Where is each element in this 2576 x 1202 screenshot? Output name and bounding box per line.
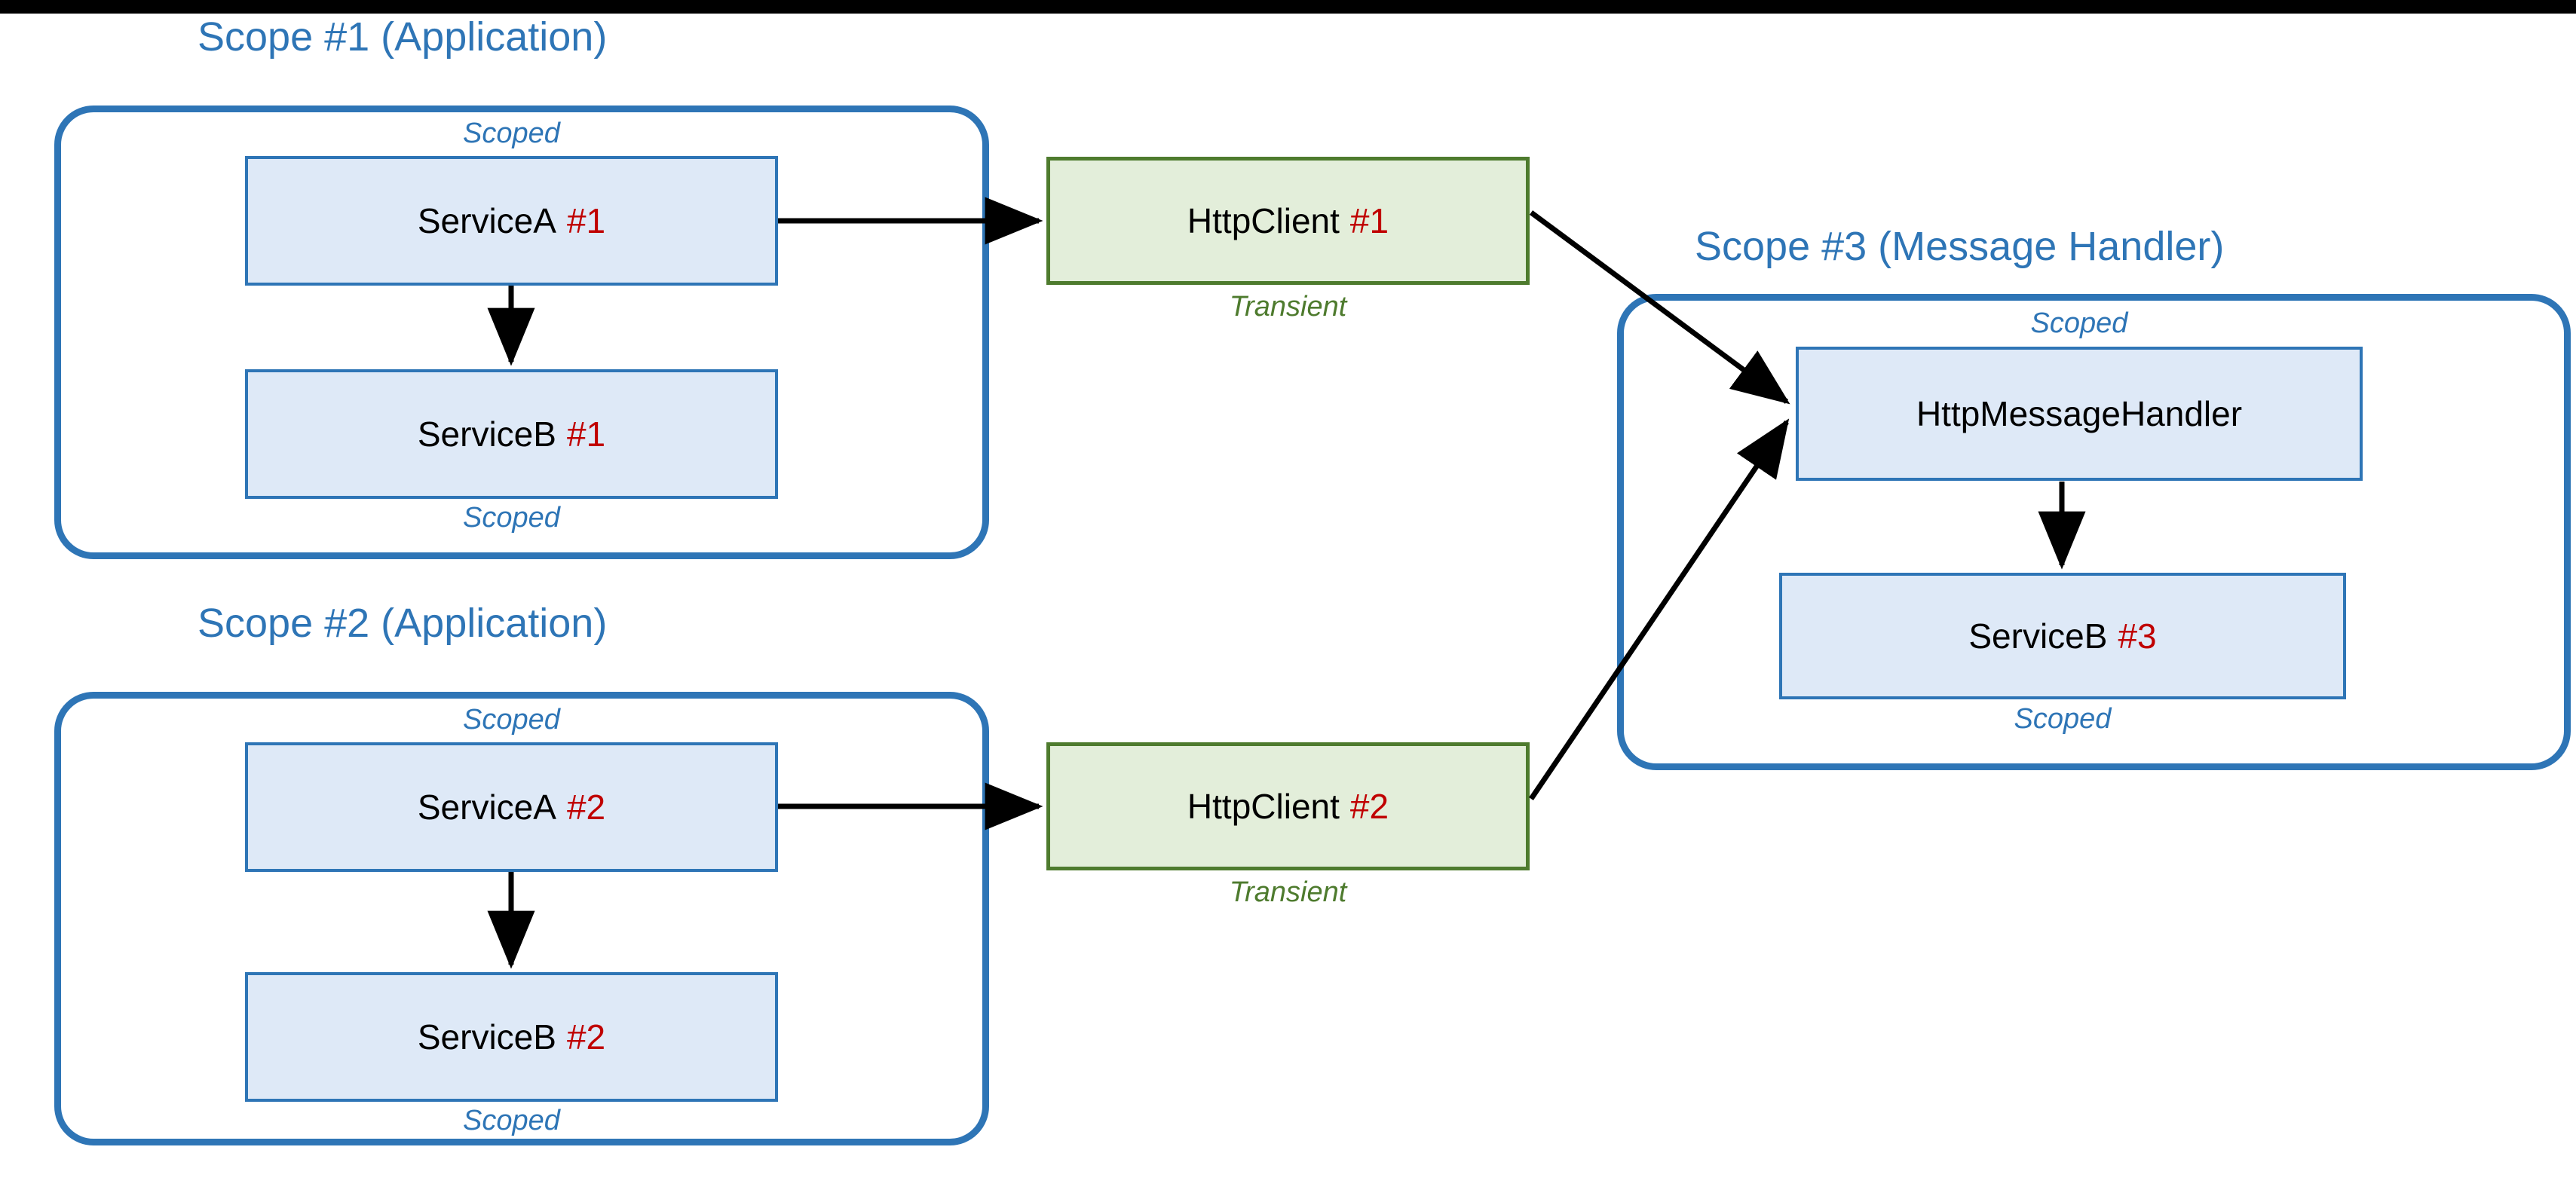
node-service-a-1[interactable]: ServiceA #1 xyxy=(245,156,778,286)
node-http-message-handler[interactable]: HttpMessageHandler xyxy=(1796,347,2363,481)
node-httpclient-2-index: #2 xyxy=(1349,787,1389,826)
top-black-bar xyxy=(0,0,2576,14)
scope-1-title: Scope #1 (Application) xyxy=(198,14,608,60)
scope-3-top-lifetime-label: Scoped xyxy=(2030,307,2128,339)
node-service-b-3-index: #3 xyxy=(2118,616,2157,656)
node-service-a-1-index: #1 xyxy=(566,201,606,240)
scope-1-bottom-lifetime-label: Scoped xyxy=(463,502,560,534)
node-service-b-1-index: #1 xyxy=(566,414,606,454)
scope-2-title: Scope #2 (Application) xyxy=(198,601,608,646)
node-service-a-2[interactable]: ServiceA #2 xyxy=(245,742,778,872)
node-service-b-3[interactable]: ServiceB #3 xyxy=(1779,573,2346,699)
node-service-b-2[interactable]: ServiceB #2 xyxy=(245,972,778,1102)
node-service-a-2-name: ServiceA xyxy=(417,788,556,827)
node-httpclient-2-name: HttpClient xyxy=(1187,787,1340,826)
node-httpclient-1-name: HttpClient xyxy=(1187,201,1340,240)
scope-2-container xyxy=(54,692,989,1145)
node-httpclient-1-index: #1 xyxy=(1349,201,1389,240)
node-service-b-1-name: ServiceB xyxy=(417,414,556,454)
scope-3-title: Scope #3 (Message Handler) xyxy=(1695,224,2225,269)
scope-1-top-lifetime-label: Scoped xyxy=(463,118,560,149)
node-service-a-1-name: ServiceA xyxy=(417,201,556,240)
node-service-b-3-name: ServiceB xyxy=(1968,616,2108,656)
node-service-b-2-index: #2 xyxy=(566,1017,606,1057)
node-service-b-2-name: ServiceB xyxy=(417,1017,556,1057)
scope-1-container xyxy=(54,106,989,559)
node-http-message-handler-name: HttpMessageHandler xyxy=(1916,394,2243,433)
node-service-b-1[interactable]: ServiceB #1 xyxy=(245,369,778,499)
node-httpclient-1[interactable]: HttpClient #1 xyxy=(1046,157,1530,285)
httpclient-1-lifetime-label: Transient xyxy=(1229,291,1347,323)
node-httpclient-2[interactable]: HttpClient #2 xyxy=(1046,742,1530,870)
scope-2-bottom-lifetime-label: Scoped xyxy=(463,1105,560,1136)
node-service-a-2-index: #2 xyxy=(566,788,606,827)
scope-2-top-lifetime-label: Scoped xyxy=(463,704,560,736)
scope-3-bottom-lifetime-label: Scoped xyxy=(2014,703,2112,735)
httpclient-2-lifetime-label: Transient xyxy=(1229,876,1347,908)
